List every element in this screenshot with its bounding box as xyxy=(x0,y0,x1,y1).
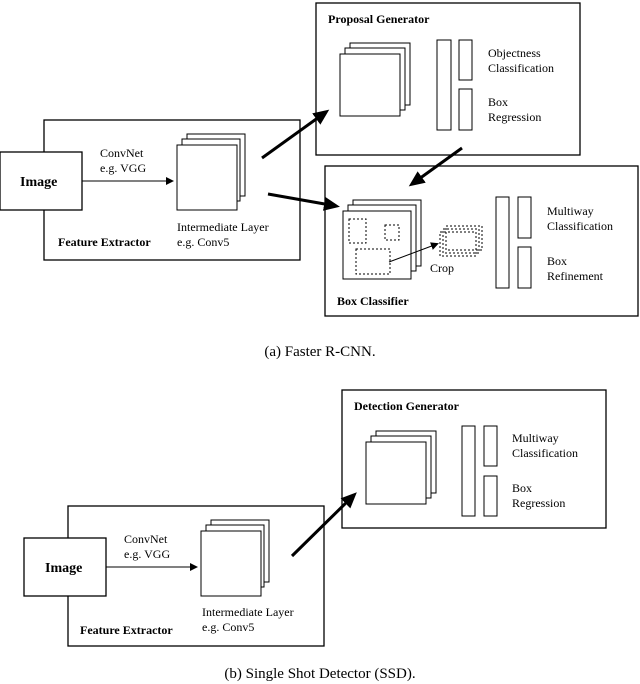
intermediate-layer-example-label: e.g. Conv5 xyxy=(177,235,229,249)
feature-extractor-box: Feature Extractor xyxy=(43,119,301,261)
convnet-label: ConvNet xyxy=(100,146,144,160)
caption-a: (a) Faster R-CNN. xyxy=(264,344,375,360)
objectness-bar xyxy=(458,39,473,81)
feature-extractor-label: Feature Extractor xyxy=(58,235,151,249)
ssd-multiway-label: Multiway xyxy=(512,431,559,445)
caption-b: (b) Single Shot Detector (SSD). xyxy=(224,666,415,682)
image-box: Image xyxy=(0,151,83,211)
objectness-label: Objectness xyxy=(488,46,541,60)
multiway-bar xyxy=(517,196,532,239)
refinement-box-label: Box xyxy=(547,254,567,268)
ssd-multiway-classification-label: Classification xyxy=(512,446,578,460)
box-regression-label: Regression xyxy=(488,110,541,124)
box-classifier-label: Box Classifier xyxy=(337,294,409,308)
ssd-box-regression-bar xyxy=(483,475,498,517)
detection-conv-bar xyxy=(461,425,476,517)
ssd-image-label: Image xyxy=(45,561,82,576)
refinement-label: Refinement xyxy=(547,269,604,283)
ssd-image-box: Image xyxy=(23,537,107,597)
ssd-intermediate-layer-stack xyxy=(200,519,270,597)
box-regression-bar xyxy=(458,88,473,131)
ssd-box-regression-label: Regression xyxy=(512,496,565,510)
to-detection-arrow xyxy=(290,492,357,558)
ssd-intermediate-layer-example-label: e.g. Conv5 xyxy=(202,620,254,634)
classifier-conv-bar xyxy=(495,196,510,289)
to-classifier-arrow xyxy=(267,192,340,211)
to-proposal-arrow xyxy=(261,109,330,160)
ssd-feature-extractor-label: Feature Extractor xyxy=(80,623,173,637)
classifier-feature-stack xyxy=(342,199,422,280)
crop-arrow xyxy=(388,242,439,263)
multiway-classification-label: Classification xyxy=(547,219,613,233)
detection-generator-box: Detection Generator Multiway Classificat… xyxy=(341,389,607,529)
ssd-box-label: Box xyxy=(512,481,532,495)
ssd-intermediate-layer-label: Intermediate Layer xyxy=(202,605,294,619)
ssd-diagram: Feature Extractor Image ConvNet e.g. VGG… xyxy=(23,389,607,682)
proposal-conv-bar xyxy=(436,39,452,131)
faster-rcnn-diagram: Feature Extractor Image ConvNet e.g. VGG… xyxy=(0,2,639,360)
refinement-bar xyxy=(517,246,532,289)
intermediate-layer-label: Intermediate Layer xyxy=(177,220,269,234)
ssd-multiway-bar xyxy=(483,425,498,467)
box-label: Box xyxy=(488,95,508,109)
detection-generator-label: Detection Generator xyxy=(354,399,460,413)
ssd-feature-extractor-box: Feature Extractor xyxy=(67,505,325,647)
image-label: Image xyxy=(20,175,57,190)
proposals-arrow xyxy=(408,146,463,187)
convnet-example-label: e.g. VGG xyxy=(100,161,146,175)
proposal-generator-box: Proposal Generator Objectness Classifica… xyxy=(315,2,581,156)
roi-box-1 xyxy=(348,218,367,244)
ssd-convnet-example-label: e.g. VGG xyxy=(124,547,170,561)
roi-box-2 xyxy=(384,224,400,241)
multiway-label: Multiway xyxy=(547,204,594,218)
ssd-convnet-label: ConvNet xyxy=(124,532,168,546)
detection-feature-stack xyxy=(365,430,437,505)
box-classifier-box: Box Classifier Crop Multiway Classificat… xyxy=(324,165,639,317)
proposal-generator-label: Proposal Generator xyxy=(328,12,430,26)
intermediate-layer-stack xyxy=(176,133,246,211)
crop-label: Crop xyxy=(430,261,454,275)
proposal-feature-stack xyxy=(339,42,411,117)
crop-stack xyxy=(439,225,483,257)
objectness-classification-label: Classification xyxy=(488,61,554,75)
roi-box-3 xyxy=(355,248,391,275)
